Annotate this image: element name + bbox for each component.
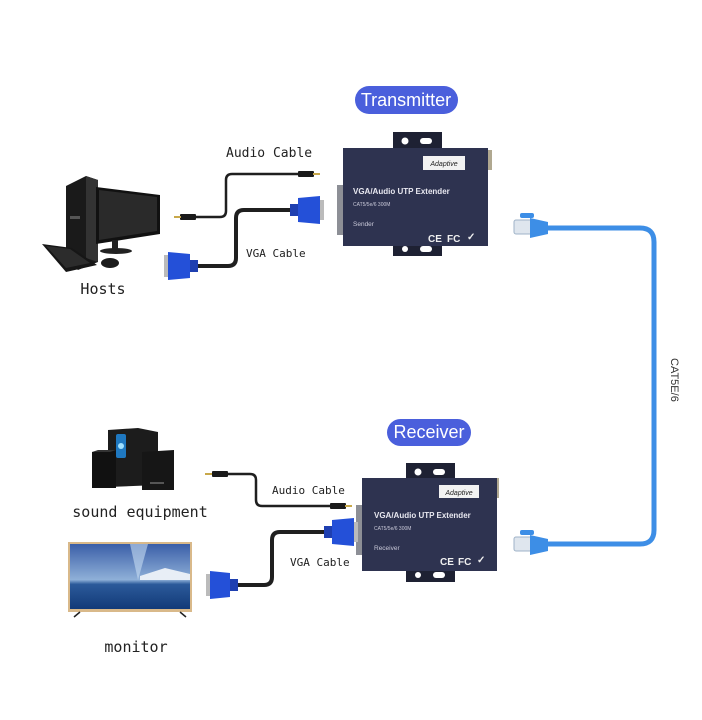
receiver-device: Adaptive VGA/Audio UTP Extender CAT5/5e/… (356, 463, 499, 582)
receiver-role: Receiver (374, 545, 400, 552)
transmitter-device: Adaptive VGA/Audio UTP Extender CAT5/5e/… (337, 132, 492, 256)
bottom-vga-cable-label: VGA Cable (290, 556, 350, 569)
monitor-label: monitor (104, 638, 167, 656)
transmitter-role: Sender (353, 221, 375, 228)
vga-connector-right-icon (290, 196, 324, 224)
receiver-pill: Receiver (387, 419, 471, 446)
fc-mark-icon: FC (447, 234, 460, 245)
hosts-label: Hosts (80, 280, 125, 298)
receiver-label: Receiver (393, 422, 464, 442)
transmitter-pill: Transmitter (355, 86, 458, 114)
transmitter-subtitle: CAT5/5e/6 300M (353, 202, 390, 208)
rj45-connector-bottom-icon (513, 530, 548, 555)
receiver-subtitle: CAT5/5e/6 300M (374, 526, 411, 532)
top-audio-cable-label: Audio Cable (226, 146, 312, 161)
tv-monitor-icon (68, 542, 192, 618)
bottom-audio-cable-label: Audio Cable (272, 484, 345, 497)
transmitter-label: Transmitter (361, 90, 451, 110)
cat-cable: CAT5E/6 (513, 213, 680, 555)
top-audio-cable (174, 171, 320, 220)
bottom-vga-cable (206, 518, 358, 599)
rj45-connector-top-icon (513, 213, 548, 238)
transmitter-badge: Adaptive (429, 161, 457, 168)
receiver-title: VGA/Audio UTP Extender (374, 511, 471, 520)
desktop-computer-icon (42, 176, 160, 272)
top-vga-cable-label: VGA Cable (246, 247, 306, 260)
bottom-audio-cable (205, 471, 352, 509)
top-vga-cable (164, 196, 324, 280)
sound-equipment-label: sound equipment (72, 503, 207, 521)
ce-mark-icon: CE (440, 557, 454, 568)
receiver-badge: Adaptive (444, 490, 472, 497)
transmitter-title: VGA/Audio UTP Extender (353, 187, 450, 196)
ce-mark-icon: CE (428, 234, 442, 245)
speaker-system-icon (92, 428, 174, 490)
check-mark-icon: ✓ (477, 555, 485, 566)
vga-connector-left-icon (206, 571, 238, 599)
vga-connector-right-icon (324, 518, 358, 546)
vga-connector-left-icon (164, 252, 198, 280)
cat-cable-label: CAT5E/6 (668, 358, 680, 402)
check-mark-icon: ✓ (467, 232, 475, 243)
fc-mark-icon: FC (458, 557, 471, 568)
